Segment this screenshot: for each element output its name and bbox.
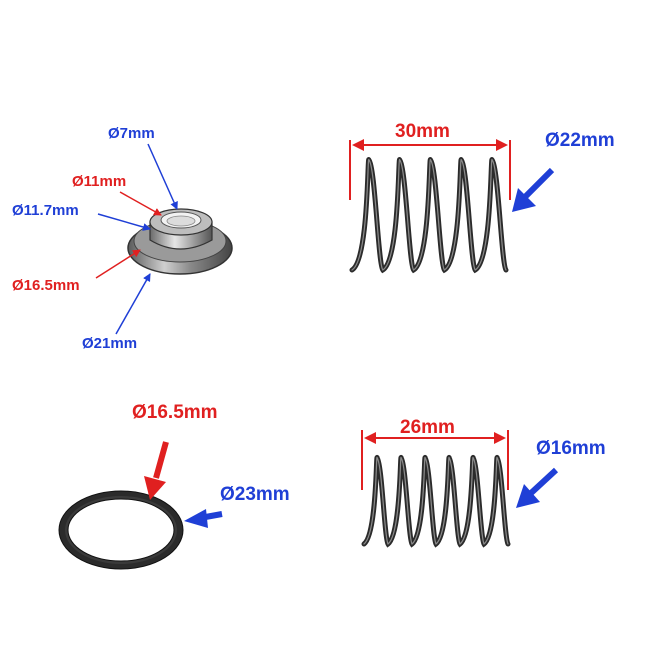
leader-7mm (147, 143, 178, 210)
large-spring-diameter-arrow (512, 167, 555, 212)
label-large-spring-length: 30mm (395, 121, 450, 142)
spring-coil-highlight (363, 457, 509, 545)
large-spring-length-dimension (349, 139, 511, 200)
leader-21mm (115, 273, 151, 335)
spring-coil-highlight (351, 159, 507, 271)
large-spring (349, 157, 509, 274)
small-spring-diameter-arrow (516, 467, 559, 508)
label-washer-outer: Ø23mm (220, 484, 290, 505)
small-spring-length-dimension (361, 430, 509, 490)
valve-spring-retainer (127, 208, 233, 275)
washer-inner-arrow (144, 441, 169, 500)
label-d-mid: Ø11.7mm (12, 202, 79, 219)
shim-washer (58, 490, 184, 570)
small-spring (361, 455, 511, 548)
washer-outer-arrow (184, 509, 223, 528)
leader-11mm (119, 191, 162, 216)
leader-11-7mm (97, 213, 151, 231)
label-d-outer: Ø21mm (82, 335, 137, 352)
label-large-spring-diameter: Ø22mm (545, 130, 615, 151)
label-d-inner: Ø11mm (72, 173, 126, 190)
label-d-top: Ø7mm (108, 125, 155, 142)
label-small-spring-diameter: Ø16mm (536, 438, 606, 459)
label-washer-inner: Ø16.5mm (132, 402, 218, 423)
leader-16-5mm-retainer (95, 249, 141, 279)
label-small-spring-length: 26mm (400, 417, 455, 438)
label-d-flange-inner: Ø16.5mm (12, 277, 80, 294)
